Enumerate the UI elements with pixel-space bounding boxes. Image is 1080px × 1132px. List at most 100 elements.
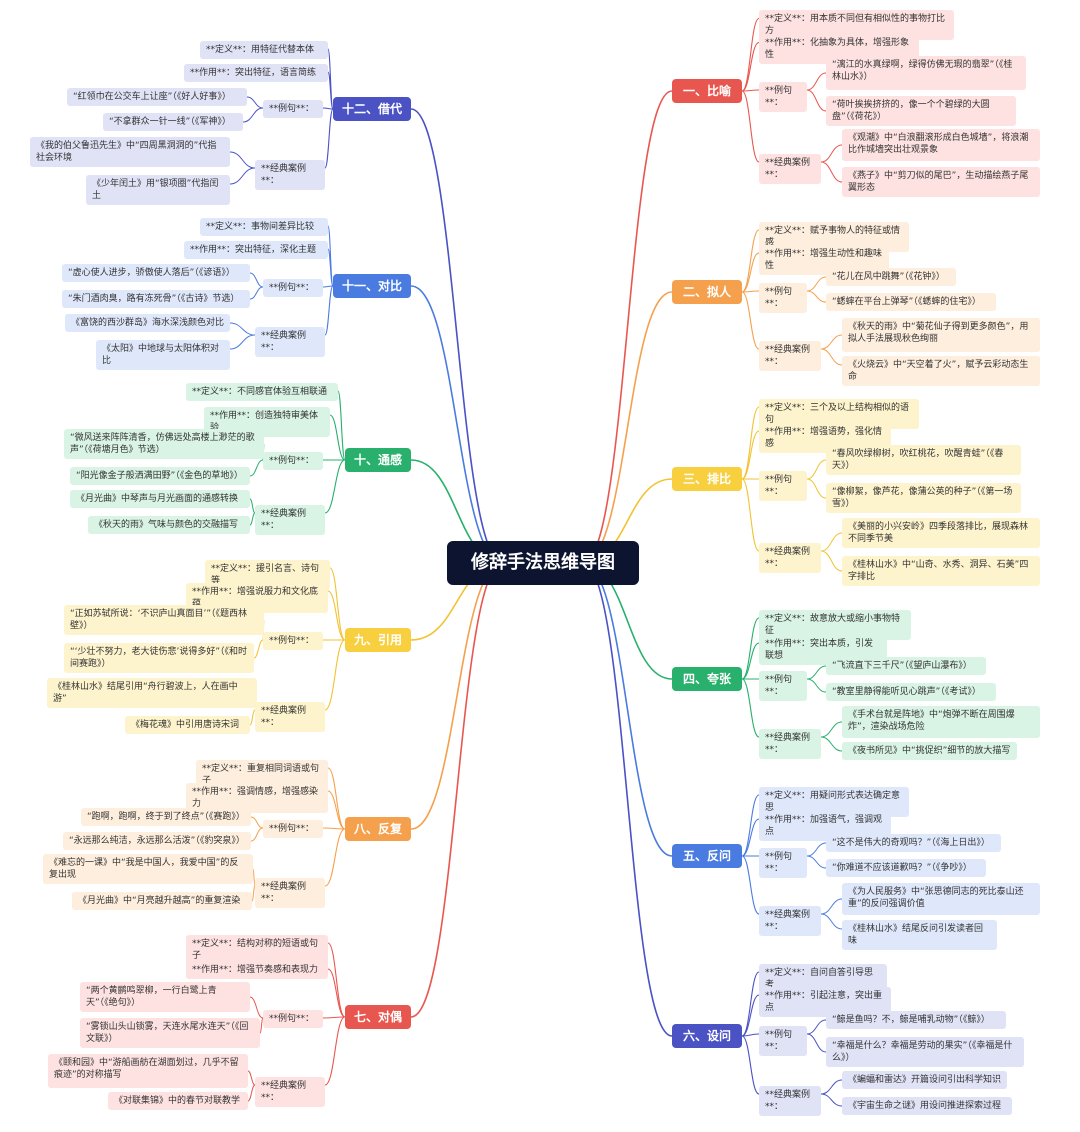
connector-line xyxy=(741,430,760,480)
connector-line xyxy=(337,390,346,461)
example-node[interactable]: “永远那么纯洁，永远那么活泼”（《豹突泉》） xyxy=(63,832,251,850)
branch-b12[interactable]: 十二、借代 xyxy=(333,97,411,121)
example-node[interactable]: “蟋蟀在平台上弹琴”（《蟋蟀的住宅》） xyxy=(826,293,996,311)
branch-b4[interactable]: 四、夸张 xyxy=(672,667,742,691)
branch-b3[interactable]: 三、排比 xyxy=(672,467,742,491)
case-node[interactable]: 《梅花魂》中引用唐诗宋词 xyxy=(125,716,250,734)
connector-line xyxy=(820,161,843,183)
branch-b10[interactable]: 十、通感 xyxy=(345,448,411,472)
cases-label[interactable]: **经典案例**： xyxy=(255,702,325,732)
case-node[interactable]: 《为人民服务》中“张思德同志的死比泰山还重”的反问强调价值 xyxy=(842,883,1040,915)
example-node[interactable]: “这不是伟大的奇观吗？”（《海上日出》） xyxy=(826,834,1001,852)
case-node[interactable]: 《秋天的雨》中“菊花仙子得到更多颜色”，用拟人手法展现秋色绚丽 xyxy=(842,318,1040,352)
examples-label[interactable]: **例句**： xyxy=(263,452,323,470)
cases-label[interactable]: **经典案例**： xyxy=(759,906,821,936)
definition-node[interactable]: **定义**：用特征代替本体 xyxy=(200,41,328,59)
case-node[interactable]: 《月光曲》中“月亮越升越高”的重复渲染 xyxy=(72,892,252,910)
definition-node[interactable]: **定义**：结构对称的短语或句子 xyxy=(186,935,328,965)
definition-node[interactable]: **定义**：不同感官体验互相联通 xyxy=(186,383,338,401)
connector-line xyxy=(329,414,346,461)
connector-line xyxy=(741,478,760,552)
case-node[interactable]: 《桂林山水》结尾引用“舟行碧波上，人在画中游” xyxy=(47,678,257,708)
case-node[interactable]: 《燕子》中“剪刀似的尾巴”，生动描绘燕子尾翼形态 xyxy=(842,167,1040,197)
case-node[interactable]: 《月光曲》中琴声与月光画面的通感转换 xyxy=(70,490,250,508)
examples-label[interactable]: **例句**： xyxy=(263,279,323,297)
example-node[interactable]: “你难道不应该道歉吗？”（《争吵》） xyxy=(826,859,986,877)
definition-node[interactable]: **定义**：事物间差异比较 xyxy=(200,218,328,236)
branch-b8[interactable]: 八、反复 xyxy=(345,817,411,841)
case-node[interactable]: 《桂林山水》结尾反问引发读者回味 xyxy=(842,920,997,950)
example-node[interactable]: “漓江的水真绿啊，绿得仿佛无瑕的翡翠”（《桂林山水》） xyxy=(826,56,1026,90)
example-node[interactable]: “荷叶挨挨挤挤的，像一个个碧绿的大圆盘”（《荷花》） xyxy=(826,96,1016,126)
example-node[interactable]: “虚心使人进步，骄傲使人落后”（《谚语》） xyxy=(62,264,250,282)
case-node[interactable]: 《夜书所见》中“挑促织”细节的放大描写 xyxy=(842,742,1017,760)
example-node[interactable]: “两个黄鹂鸣翠柳，一行白鹭上青天”（《绝句》） xyxy=(80,982,250,1012)
example-node[interactable]: “正如苏轼所说：‘不识庐山真面目’”（《题西林壁》） xyxy=(64,605,264,635)
examples-label[interactable]: **例句**： xyxy=(759,471,807,501)
connector-line xyxy=(247,1084,256,1102)
case-node[interactable]: 《我的伯父鲁迅先生》中“四周黑洞洞的”代指社会环境 xyxy=(30,137,230,167)
case-node[interactable]: 《太阳》中地球与太阳体积对比 xyxy=(96,340,230,370)
example-node[interactable]: “雾锁山头山锁雾，天连水尾水连天”（《回文联》） xyxy=(80,1018,260,1048)
examples-label[interactable]: **例句**： xyxy=(759,82,807,112)
case-node[interactable]: 《难忘的一课》中“我是中国人，我爱中国”的反复出现 xyxy=(43,854,253,884)
case-node[interactable]: 《富饶的西沙群岛》海水深浅颜色对比 xyxy=(65,314,230,332)
branch-b1[interactable]: 一、比喻 xyxy=(672,79,742,103)
case-node[interactable]: 《蝙蝠和雷达》开篇设问引出科学知识 xyxy=(842,1071,1007,1089)
example-node[interactable]: “不拿群众一针一线”（《军神》） xyxy=(103,113,243,131)
example-node[interactable]: “跑啊，跑啊，终于到了终点”（《赛跑》） xyxy=(81,808,251,826)
examples-label[interactable]: **例句**： xyxy=(759,671,807,701)
connector-line xyxy=(806,678,827,693)
example-node[interactable]: “花儿在风中跳舞”（《花钟》） xyxy=(826,268,956,286)
case-node[interactable]: 《火烧云》中“天空着了火”，赋予云彩动态生命 xyxy=(842,356,1040,386)
example-node[interactable]: “春风吹绿柳树，吹红桃花，吹醒青蛙”（《春天》） xyxy=(826,445,1021,475)
example-node[interactable]: “微风送来阵阵清香，仿佛远处高楼上渺茫的歌声”（《荷塘月色》节选） xyxy=(64,429,264,459)
case-node[interactable]: 《桂林山水》中“山奇、水秀、洞异、石美”四字排比 xyxy=(842,556,1040,586)
example-node[interactable]: “教室里静得能听见心跳声”（《考试》） xyxy=(826,683,996,701)
cases-label[interactable]: **经典案例**： xyxy=(759,154,821,184)
example-node[interactable]: “阳光像金子般洒满田野”（《金色的草地》） xyxy=(70,467,250,485)
cases-label[interactable]: **经典案例**： xyxy=(255,327,325,357)
example-node[interactable]: “鲸是鱼吗？不，鲸是哺乳动物”（《鲸》） xyxy=(826,1011,1006,1029)
examples-label[interactable]: **例句**： xyxy=(759,1026,807,1056)
case-node[interactable]: 《颐和园》中“游船画舫在湖面划过，几乎不留痕迹”的对称描写 xyxy=(48,1054,248,1088)
cases-label[interactable]: **经典案例**： xyxy=(759,729,821,759)
effect-node[interactable]: **作用**：突出特征，语言简练 xyxy=(184,64,328,82)
case-node[interactable]: 《少年闰土》用“银项圈”代指闰土 xyxy=(86,175,230,205)
example-node[interactable]: “朱门酒肉臭，路有冻死骨”（《古诗》节选） xyxy=(62,290,250,308)
cases-label[interactable]: **经典案例**： xyxy=(759,341,821,371)
case-node[interactable]: 《秋天的雨》气味与颜色的交融描写 xyxy=(88,516,250,534)
cases-label[interactable]: **经典案例**： xyxy=(255,160,325,190)
examples-label[interactable]: **例句**： xyxy=(759,283,807,313)
case-node[interactable]: 《美丽的小兴安岭》四季段落排比，展现森林不同季节美 xyxy=(842,518,1040,548)
case-node[interactable]: 《宇宙生命之谜》用设问推进探索过程 xyxy=(842,1097,1012,1115)
examples-label[interactable]: **例句**： xyxy=(759,848,807,878)
branch-b6[interactable]: 六、设问 xyxy=(672,1024,742,1048)
examples-label[interactable]: **例句**： xyxy=(263,1010,323,1028)
case-node[interactable]: 《观潮》中“白浪翻滚形成白色城墙”，将浪潮比作城墙突出壮观景象 xyxy=(842,129,1040,161)
examples-label[interactable]: **例句**： xyxy=(263,100,323,118)
effect-node[interactable]: **作用**：增强节奏感和表现力 xyxy=(186,961,328,979)
examples-label[interactable]: **例句**： xyxy=(263,820,323,838)
case-node[interactable]: 《手术台就是阵地》中“炮弹不断在周围爆炸”，渲染战场危险 xyxy=(842,706,1040,738)
cases-label[interactable]: **经典案例**： xyxy=(255,1077,325,1107)
connector-line xyxy=(741,1035,760,1095)
branch-b9[interactable]: 九、引用 xyxy=(345,628,411,652)
example-node[interactable]: “红领巾在公交车上让座”（《好人好事》） xyxy=(67,88,247,106)
example-node[interactable]: “幸福是什么？幸福是劳动的果实”（《幸福是什么》） xyxy=(826,1037,1024,1067)
case-node[interactable]: 《对联集锦》中的春节对联教学 xyxy=(108,1092,248,1110)
branch-b7[interactable]: 七、对偶 xyxy=(345,1005,411,1029)
example-node[interactable]: “飞流直下三千尺”（《望庐山瀑布》） xyxy=(826,657,986,675)
example-node[interactable]: “‘少壮不努力，老大徒伤悲’说得多好”（《和时间赛跑》） xyxy=(64,643,254,673)
cases-label[interactable]: **经典案例**： xyxy=(759,1086,821,1116)
branch-b2[interactable]: 二、拟人 xyxy=(672,280,742,304)
branch-b11[interactable]: 十一、对比 xyxy=(333,274,411,298)
examples-label[interactable]: **例句**： xyxy=(263,632,323,650)
example-node[interactable]: “像柳絮，像芦花，像蒲公英的种子”（《第一场雪》） xyxy=(826,483,1021,513)
cases-label[interactable]: **经典案例**： xyxy=(255,878,325,908)
branch-b5[interactable]: 五、反问 xyxy=(672,844,742,868)
effect-node[interactable]: **作用**：突出特征，深化主题 xyxy=(184,241,328,259)
cases-label[interactable]: **经典案例**： xyxy=(255,505,325,535)
cases-label[interactable]: **经典案例**： xyxy=(759,543,821,573)
center-title[interactable]: 修辞手法思维导图 xyxy=(447,541,639,585)
